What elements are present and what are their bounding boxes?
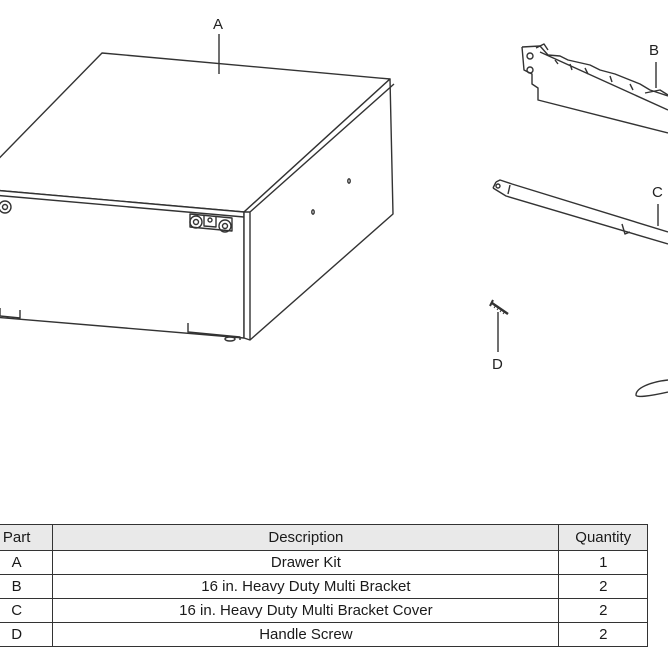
multi-bracket-drawing [521,43,668,134]
drawer-front-edge [0,194,245,218]
callout-b: B [649,42,660,59]
cell-description: Handle Screw [52,622,560,647]
parts-illustration [0,34,668,398]
cell-quantity: 1 [558,550,648,575]
cell-part: C [0,598,54,623]
drawer-side-panel [243,78,394,341]
bracket-cover-drawing [492,179,668,245]
header-part: Part [0,524,54,551]
cell-part: D [0,622,54,647]
callout-a: A [213,16,224,33]
cell-description: Drawer Kit [52,550,560,575]
drawer-kit-drawing [0,34,395,342]
drawer-foot-right [187,323,241,340]
table-header-row: Part Description Quantity [0,524,648,551]
table-row: B 16 in. Heavy Duty Multi Bracket 2 [0,574,648,599]
parts-table: Part Description Quantity A Drawer Kit 1… [0,524,648,647]
cell-quantity: 2 [558,598,648,623]
cell-description: 16 in. Heavy Duty Multi Bracket Cover [52,598,560,623]
drawer-foot-left [0,308,21,319]
cell-description: 16 in. Heavy Duty Multi Bracket [52,574,560,599]
side-hole-1 [347,178,351,184]
cell-part: B [0,574,54,599]
handle-fragment [635,379,668,398]
right-mounting-hardware [189,213,233,233]
callout-d: D [492,356,503,373]
handle-screw-drawing [489,299,509,352]
callout-c: C [652,184,663,201]
header-description: Description [52,524,560,551]
cell-part: A [0,550,54,575]
drawer-front-panel [0,189,245,339]
left-mounting-hardware [0,200,12,214]
cell-quantity: 2 [558,622,648,647]
drawer-side-edge [244,83,395,340]
cell-quantity: 2 [558,574,648,599]
side-hole-2 [311,209,315,215]
table-row: A Drawer Kit 1 [0,550,648,575]
drawer-foot-peg [224,336,236,342]
table-row: C 16 in. Heavy Duty Multi Bracket Cover … [0,598,648,623]
table-row: D Handle Screw 2 [0,622,648,647]
header-quantity: Quantity [558,524,648,551]
